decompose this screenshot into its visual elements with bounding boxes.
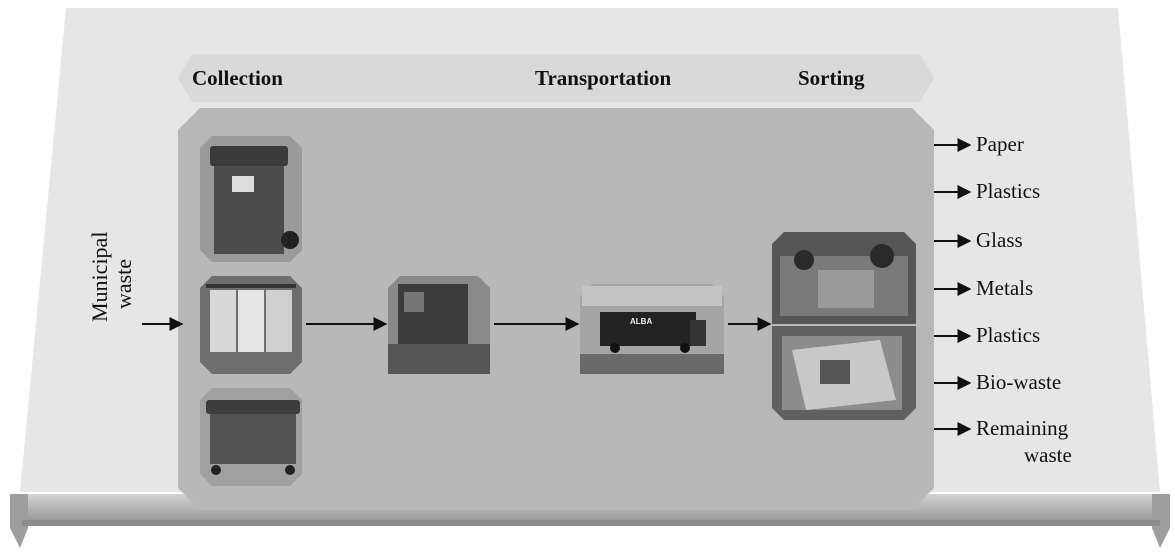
output-label-bio-waste: Bio-waste: [976, 370, 1062, 394]
output-label-glass: Glass: [976, 228, 1023, 252]
phase-label-sorting: Sorting: [798, 66, 865, 90]
bag-rack-photo: [200, 276, 302, 374]
output-arrows: [934, 138, 972, 436]
process-panel: [178, 108, 934, 510]
manual-sorting-photo: [772, 232, 916, 324]
garbage-truck-street-photo: ALBA: [580, 284, 724, 374]
output-label-plastics: Plastics: [976, 179, 1041, 203]
input-label-line1: Municipal: [87, 231, 112, 322]
output-label-remaining: Remaining: [976, 416, 1069, 440]
wheelie-bin-photo: [200, 136, 302, 262]
output-label-metals: Metals: [976, 276, 1034, 300]
garbage-truck-rear-photo: [388, 276, 490, 374]
phase-label-transportation: Transportation: [535, 66, 672, 90]
truck-logo: ALBA: [630, 317, 652, 326]
phase-header-bar: [178, 54, 934, 102]
input-label-line2: waste: [111, 258, 136, 310]
output-label-plastics-2: Plastics: [976, 323, 1041, 347]
sorting-conveyor-photo: [772, 326, 916, 420]
input-label-municipal-waste: Municipal waste: [87, 231, 136, 322]
large-container-photo: [200, 388, 302, 486]
output-label-remaining-waste: waste: [1024, 443, 1072, 467]
phase-label-collection: Collection: [192, 66, 283, 90]
output-label-paper: Paper: [976, 132, 1024, 156]
